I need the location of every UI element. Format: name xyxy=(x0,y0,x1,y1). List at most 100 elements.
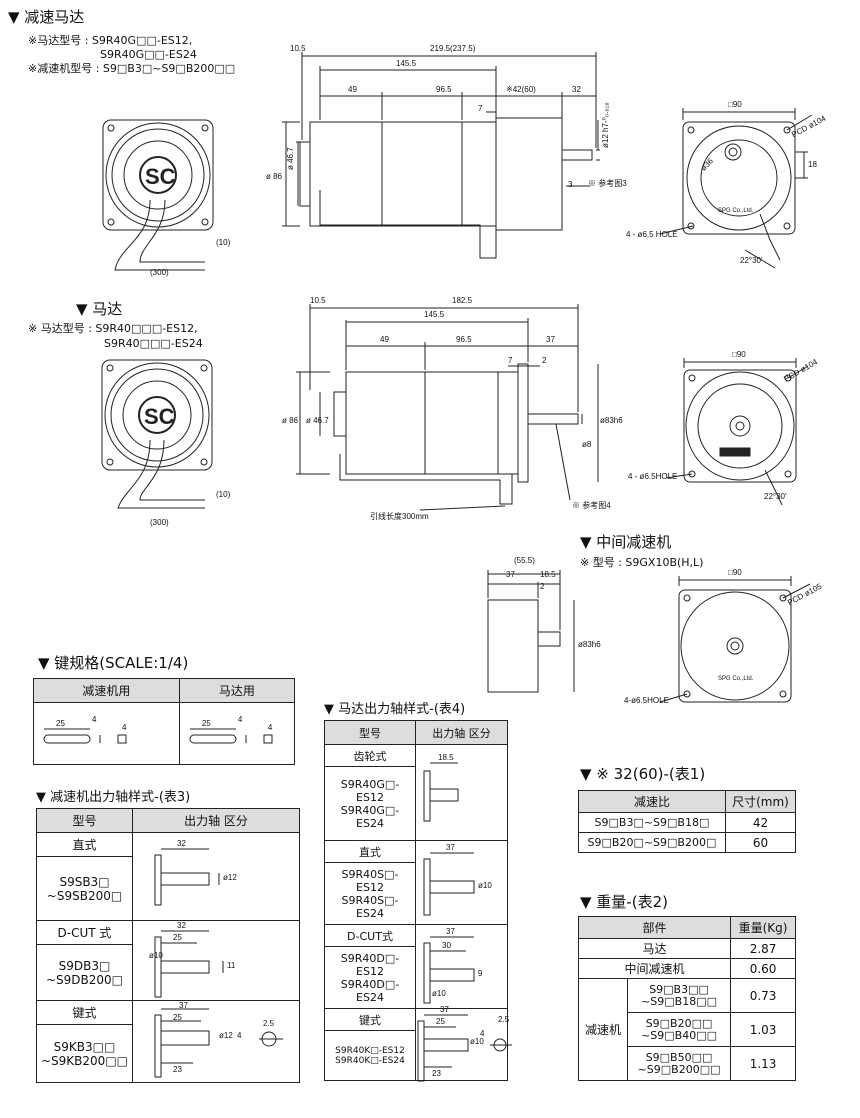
dim-label: ø 86 xyxy=(266,172,283,181)
table-cell: S9□B20□~S9□B200□ xyxy=(578,832,726,853)
shaft-dcut-drawing: 32 25 ø10 11 xyxy=(132,920,300,1001)
dim-label: 4-ø6.5HOLE xyxy=(624,696,669,705)
table-cell: 0.73 xyxy=(730,978,796,1013)
dim-label: 7 xyxy=(508,356,513,365)
motor-model-note-2: S9R40□□□-ES24 xyxy=(104,337,203,350)
table-cell: S9SB3□ ~S9SB200□ xyxy=(36,856,133,921)
dim-label: □90 xyxy=(732,350,746,359)
table-cell: S9DB3□ ~S9DB200□ xyxy=(36,944,133,1001)
table-header: 型号 xyxy=(324,720,416,745)
table-header: 尺寸(mm) xyxy=(724,790,797,813)
table3: 型号 出力轴 区分 直式 32 ø12 S9SB3□ ~S9SB200□ D-C… xyxy=(36,808,300,1083)
dim-label: 37 xyxy=(446,927,455,936)
dim-label: □90 xyxy=(728,568,742,577)
dim-label: 18.5 xyxy=(438,753,454,762)
table-cell: 减速机 xyxy=(578,978,628,1081)
section-title-table3: ▼ 减速机出力轴样式-(表3) xyxy=(36,790,191,805)
dim-label: (300) xyxy=(150,268,169,277)
dim-label: ø10 xyxy=(478,881,492,890)
dim-label: 4 xyxy=(267,723,273,732)
table-cell: S9R40D□-ES12 S9R40D□-ES24 xyxy=(324,946,416,1009)
table-header: 型号 xyxy=(36,808,133,833)
table-cell: S9R40G□-ES12 S9R40G□-ES24 xyxy=(324,766,416,841)
dim-label: ø83h6 xyxy=(600,416,623,425)
intermediate-gear-side-view xyxy=(487,570,575,693)
brand-logo: SC xyxy=(144,404,175,429)
dim-label: 32 xyxy=(572,85,581,94)
dim-label: 2.5 xyxy=(498,1015,510,1024)
dim-label: 10.5 xyxy=(290,44,306,53)
dim-label: ø83h6 xyxy=(578,640,601,649)
dim-label: ø 46.7 xyxy=(286,147,295,170)
table-cell: S9□B3□~S9□B18□ xyxy=(578,812,726,833)
table-cell: 直式 xyxy=(324,840,416,863)
dim-label: 22°30' xyxy=(764,492,787,501)
dim-label: ø10 xyxy=(149,951,163,960)
dim-label: 25 xyxy=(201,719,211,728)
table-cell: 1.03 xyxy=(730,1012,796,1047)
dim-label: ø12 xyxy=(223,873,237,882)
intermediate-gear-front-view xyxy=(659,576,811,703)
dim-label: ø10 xyxy=(432,989,446,998)
table-cell: D-CUT 式 xyxy=(36,920,133,945)
geared-motor-rear-view xyxy=(102,119,214,271)
dim-label: ※ 参考图3 xyxy=(588,179,627,188)
table-cell: 直式 xyxy=(36,832,133,857)
dim-label: 25 xyxy=(436,1017,445,1026)
gearhead-front-view xyxy=(659,108,813,269)
dim-label: (55.5) xyxy=(514,556,535,565)
geared-motor-side-view xyxy=(282,52,600,259)
dim-label: 32 xyxy=(177,921,186,930)
table-cell: 马达 xyxy=(577,938,732,959)
brand-logo: SC xyxy=(145,164,176,189)
dim-label: 30 xyxy=(442,941,451,950)
table-header: 部件 xyxy=(577,916,732,939)
dim-label: ø12 h7-⁰₀.₀₁₈ xyxy=(601,102,610,148)
table-cell: S9R40K□-ES12 S9R40K□-ES24 xyxy=(324,1030,416,1081)
table-cell: 键式 xyxy=(324,1008,416,1031)
dim-label: 4 xyxy=(237,715,243,724)
table-header: 重量(Kg) xyxy=(730,916,796,939)
table4: 型号 出力轴 区分 齿轮式 18.5 S9R40G□-ES12 S9R40G□-… xyxy=(324,720,512,1082)
dim-label: (10) xyxy=(216,238,231,247)
gearhead-model-note: ※减速机型号 : S9□B3□~S9□B200□□ xyxy=(28,62,236,75)
dim-label: 182.5 xyxy=(452,296,473,305)
dim-label: 4 xyxy=(92,715,97,724)
shaft-key-motor-drawing: 37 25 23 ø10 4 2.5 xyxy=(415,1005,512,1082)
dim-label: 18 xyxy=(808,160,817,169)
dim-label: SPG Co.,Ltd. xyxy=(718,208,754,214)
dim-label: 4 xyxy=(480,1029,485,1038)
key-gear-drawing: 25 4 4 xyxy=(33,702,180,765)
dim-label: ø 86 xyxy=(282,416,299,425)
dim-label: 37 xyxy=(546,335,555,344)
section-title-intermediate: ▼ 中间减速机 xyxy=(580,533,672,551)
geared-motor-model-note-2: S9R40G□□-ES24 xyxy=(100,48,197,61)
key-motor-drawing: 25 4 4 xyxy=(178,702,296,765)
dim-label: 145.5 xyxy=(424,310,445,319)
dim-label: 11 xyxy=(227,961,236,970)
dim-label: ø10 xyxy=(470,1037,484,1046)
table-cell: S9□B3□□ ~S9□B18□□ xyxy=(626,978,732,1013)
dim-label: ø 46.7 xyxy=(306,416,329,425)
dim-label: ※ 参考图4 xyxy=(572,501,611,510)
dim-label: 37 xyxy=(506,570,515,579)
dim-label: 37 xyxy=(179,1001,188,1010)
dim-label: 32 xyxy=(177,839,186,848)
dim-label: 219.5(237.5) xyxy=(430,44,476,53)
table-cell: 中间减速机 xyxy=(577,958,732,979)
dim-label: □90 xyxy=(728,100,742,109)
table-header: 减速机用 xyxy=(33,678,180,703)
motor-model-note: ※ 马达型号 : S9R40□□□-ES12, xyxy=(28,322,198,335)
dim-label: 96.5 xyxy=(436,85,452,94)
dim-label: SPG Co.,Ltd. xyxy=(718,676,754,682)
dim-label: 145.5 xyxy=(396,59,417,68)
table-cell: S9□B50□□ ~S9□B200□□ xyxy=(626,1046,732,1081)
dim-label: ø8 xyxy=(582,440,592,449)
dim-label: 9 xyxy=(478,969,483,978)
dim-label: (300) xyxy=(150,518,169,527)
dim-label: 49 xyxy=(348,85,357,94)
table-cell: 60 xyxy=(724,832,797,853)
motor-rear-view xyxy=(101,359,213,509)
